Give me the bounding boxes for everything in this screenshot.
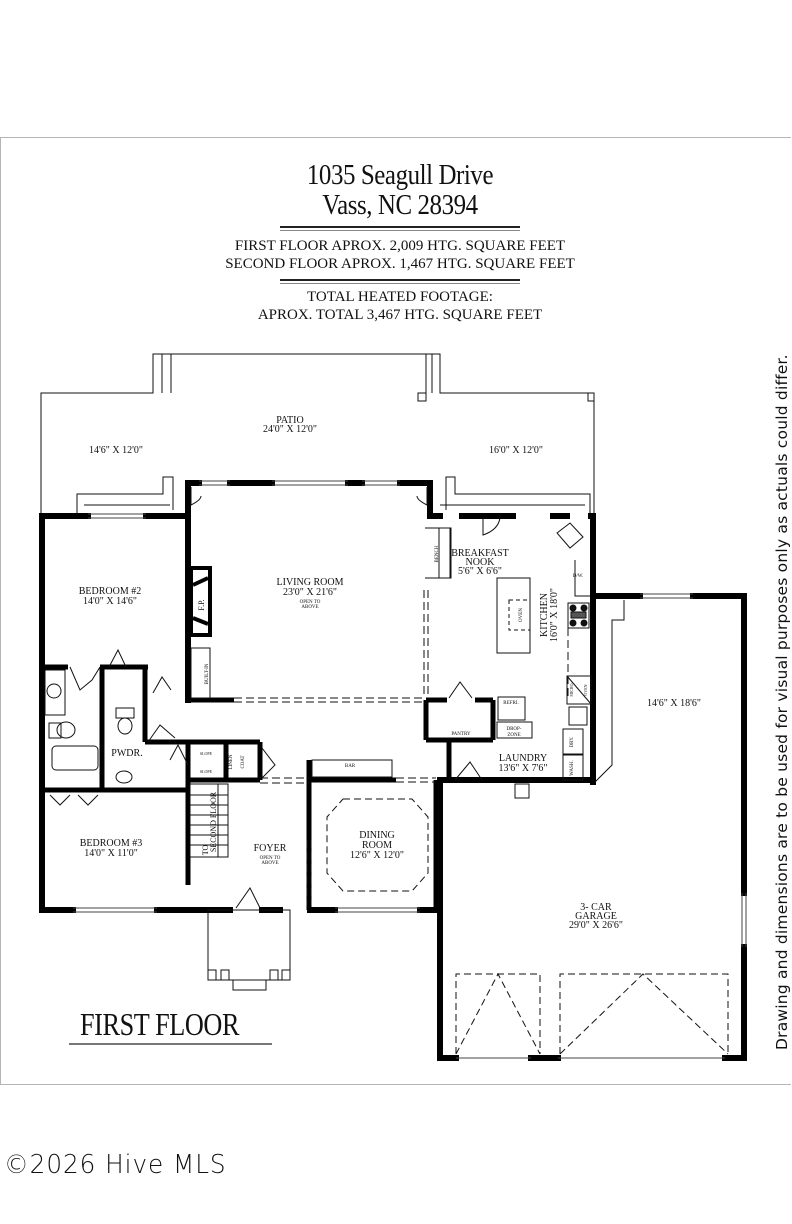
floor-label-underline xyxy=(69,1043,272,1045)
living-note2: ABOVE xyxy=(301,605,318,610)
stairs-label-1: TO xyxy=(201,845,210,856)
total-block: TOTAL HEATED FOOTAGE: APROX. TOTAL 3,467… xyxy=(160,288,640,324)
floor-label: FIRST FLOOR xyxy=(80,1006,240,1042)
garage-label2: GARAGE xyxy=(575,911,617,922)
bedroom2-label: BEDROOM #2 xyxy=(79,586,142,597)
washer-label: WASH. xyxy=(570,760,575,775)
garage-bay-outline xyxy=(594,600,625,783)
dryer-label: DRY. xyxy=(570,737,575,748)
address-line-1: 1035 Seagull Drive xyxy=(306,159,494,191)
dishwasher-label: D/W. xyxy=(573,574,584,579)
total-label: TOTAL HEATED FOOTAGE: xyxy=(307,289,493,305)
sqft-block: FIRST FLOOR APROX. 2,009 HTG. SQUARE FEE… xyxy=(160,237,640,273)
built-in-cabinet xyxy=(190,647,211,699)
dining-label1: DINING xyxy=(359,830,395,841)
coat-label: COAT xyxy=(241,755,246,768)
bath-fixtures xyxy=(44,669,135,784)
kitchen-fixtures xyxy=(425,522,592,799)
doors xyxy=(69,487,501,909)
laundry-dims: 13'6" X 7'6" xyxy=(499,763,548,774)
refrigerator-label: REFRI. xyxy=(503,701,518,706)
bar-counter xyxy=(311,759,393,778)
fixture-labels: F.P. BUILT-IN BENCH OVEN D/W. MICRO OVEN… xyxy=(197,545,588,855)
front-porch xyxy=(207,909,291,991)
pantry-label: PANTRY xyxy=(451,732,471,737)
interior-walls xyxy=(42,664,496,910)
stairs-label-2: SECOND FLOOR xyxy=(209,791,218,852)
builtin-label: BUILT-IN xyxy=(205,663,210,684)
garage-doors xyxy=(455,972,729,1055)
patio-label: PATIO xyxy=(276,415,303,426)
island-oven-label: OVEN xyxy=(519,608,524,622)
linen-label: LINEN xyxy=(229,754,234,769)
exterior-walls xyxy=(39,480,747,1061)
pwdr-label: PWDR. xyxy=(111,748,142,759)
patio-right-dims: 16'0" X 12'0" xyxy=(489,445,543,456)
kitchen-dims: 16'0" X 18'0" xyxy=(549,588,560,642)
copyright-text: ©2026 Hive MLS xyxy=(4,1150,227,1180)
slope-label-2: SLOPE xyxy=(200,769,213,774)
staircase xyxy=(189,783,229,858)
disclaimer-text: Drawing and dimensions are to be used fo… xyxy=(773,354,791,1050)
address-line-2: Vass, NC 28394 xyxy=(322,189,478,221)
foyer-label: FOYER xyxy=(254,843,287,854)
bedroom3-dims: 14'0" X 11'0" xyxy=(84,848,138,859)
microwave-label: MICRO xyxy=(569,683,574,696)
wall-oven-label: OVEN xyxy=(583,684,588,695)
dining-label2: ROOM xyxy=(362,840,392,851)
slope-label-1: SLOPE xyxy=(200,751,213,756)
patio-left-dims: 14'6" X 12'0" xyxy=(89,445,143,456)
bench-label: BENCH xyxy=(435,545,440,562)
foyer-note1: OPEN TO xyxy=(260,856,281,861)
breakfast-label2: NOOK xyxy=(466,557,496,568)
drawing-frame xyxy=(0,137,791,1085)
plan-header: 1035 Seagull Drive Vass, NC 28394 FIRST … xyxy=(160,160,640,324)
kitchen-label: KITCHEN xyxy=(539,593,550,637)
living-dims: 23'0" X 21'6" xyxy=(283,587,337,598)
garage-dims: 29'0" X 26'6" xyxy=(569,920,623,931)
living-note1: OPEN TO xyxy=(300,600,321,605)
header-divider xyxy=(280,226,520,231)
breakfast-label1: BREAKFAST xyxy=(451,548,509,559)
drop-zone-label2: ZONE xyxy=(507,733,520,738)
fireplace-label: F.P. xyxy=(197,599,206,610)
drop-zone-label1: DROP- xyxy=(506,727,521,732)
room-labels: PATIO 24'0" X 12'0" 14'6" X 12'0" 16'0" … xyxy=(79,415,701,931)
garage-bay-dims: 14'6" X 18'6" xyxy=(647,698,701,709)
bedroom2-dims: 14'0" X 14'6" xyxy=(83,596,137,607)
second-floor-sqft: SECOND FLOOR APROX. 1,467 HTG. SQUARE FE… xyxy=(225,256,575,272)
laundry-label: LAUNDRY xyxy=(499,753,547,764)
sqft-divider xyxy=(280,279,520,284)
breakfast-dims: 5'6" X 6'6" xyxy=(458,566,502,577)
dining-table xyxy=(326,798,429,892)
patio-dims: 24'0" X 12'0" xyxy=(263,424,317,435)
dining-dims: 12'6" X 12'0" xyxy=(350,850,404,861)
first-floor-sqft: FIRST FLOOR APROX. 2,009 HTG. SQUARE FEE… xyxy=(234,238,566,254)
bedroom3-label: BEDROOM #3 xyxy=(80,838,143,849)
garage-label1: 3- CAR xyxy=(580,902,612,913)
foyer-note2: ABOVE xyxy=(261,861,278,866)
total-value: APROX. TOTAL 3,467 HTG. SQUARE FEET xyxy=(257,307,543,323)
fireplace xyxy=(189,566,212,637)
patio-outline xyxy=(40,353,595,515)
living-label: LIVING ROOM xyxy=(277,577,344,588)
bar-label: BAR xyxy=(345,764,356,769)
open-edges xyxy=(234,590,436,905)
windows xyxy=(73,480,747,1059)
closet-doors xyxy=(49,794,99,806)
